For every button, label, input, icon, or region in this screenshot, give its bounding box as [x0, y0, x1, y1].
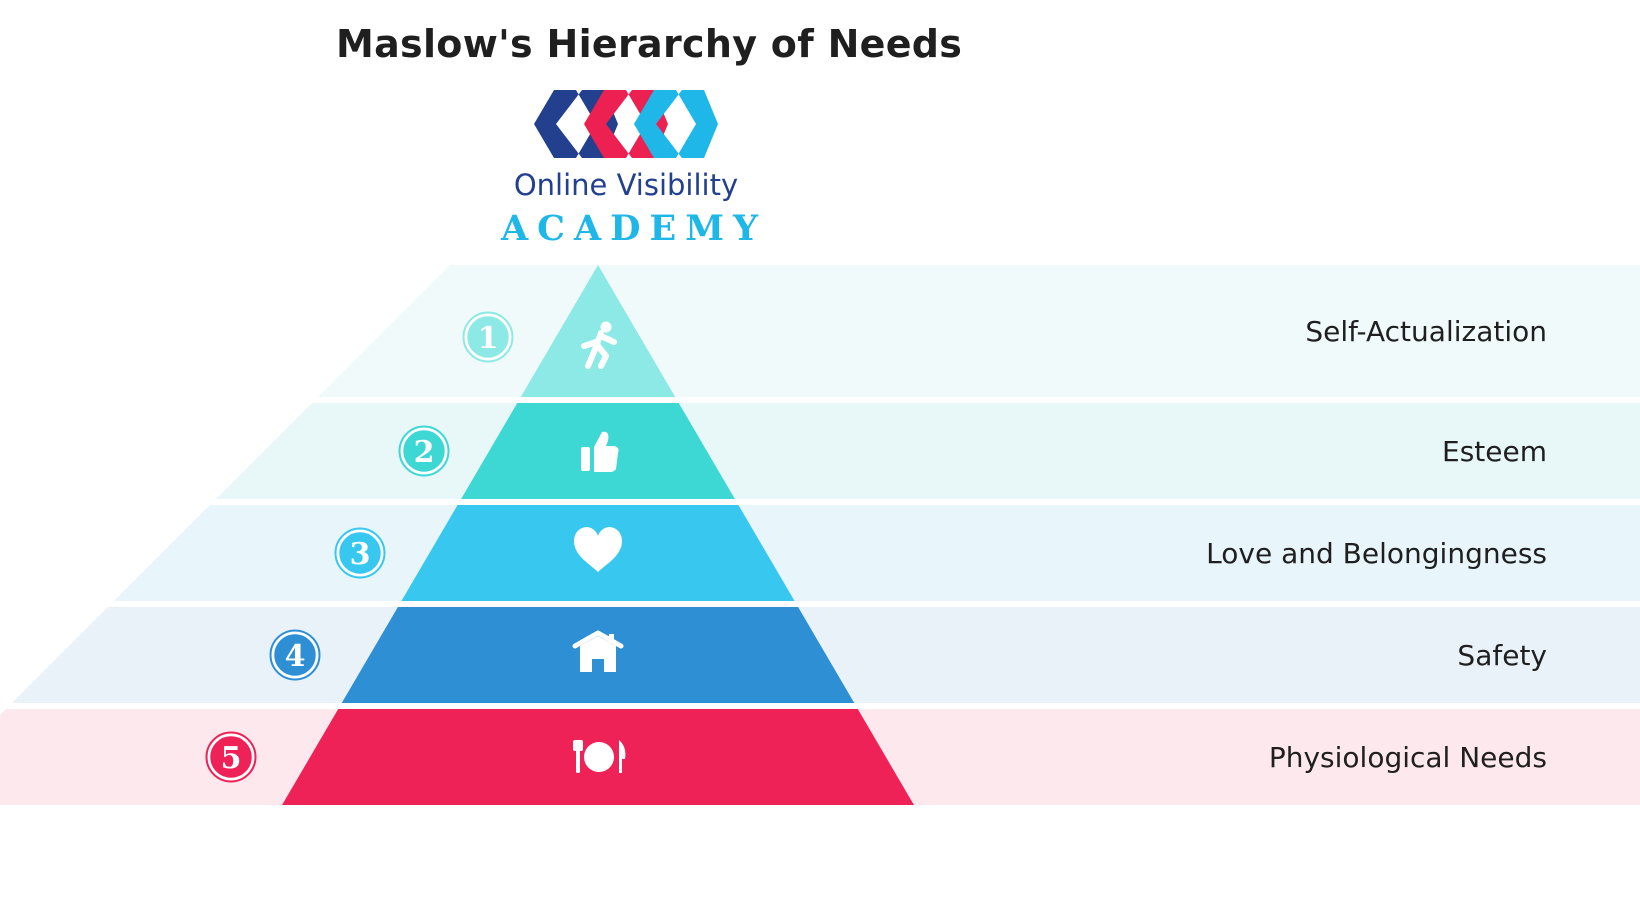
- level-number: 2: [414, 435, 435, 470]
- level-number-badge: 1: [462, 311, 514, 363]
- thumbs-up-icon: [581, 431, 619, 472]
- page-title: Maslow's Hierarchy of Needs: [336, 22, 963, 66]
- pyramid-level-1: 1 Self-Actualization: [318, 265, 1640, 397]
- logo-chevron-3: [634, 90, 718, 158]
- level-number: 4: [285, 639, 306, 674]
- level-number: 3: [350, 537, 371, 572]
- pyramid-level-5: 5 Physiological Needs: [0, 709, 1640, 805]
- level-number: 5: [221, 741, 242, 776]
- plate-cutlery-icon: [573, 740, 626, 773]
- logo: Online Visibility ACADEMY: [480, 88, 770, 258]
- level-label: Physiological Needs: [1269, 741, 1547, 774]
- level-number-badge: 5: [205, 731, 257, 783]
- running-person-icon: [581, 321, 617, 369]
- heart-icon: [574, 527, 622, 572]
- level-number: 1: [478, 321, 499, 356]
- pyramid-level-2: 2 Esteem: [216, 403, 1640, 499]
- logo-line1: Online Visibility: [513, 168, 739, 202]
- level-label: Self-Actualization: [1305, 315, 1547, 348]
- logo-line2: ACADEMY: [501, 208, 767, 249]
- pyramid-level-4: 4 Safety: [12, 607, 1640, 703]
- pyramid-segment: [520, 265, 676, 397]
- logo-mark: [534, 90, 718, 158]
- level-number-badge: 2: [398, 425, 450, 477]
- level-label: Love and Belongingness: [1206, 537, 1547, 570]
- pyramid-level-3: 3 Love and Belongingness: [114, 505, 1640, 601]
- house-icon: [572, 630, 624, 672]
- level-number-badge: 3: [334, 527, 386, 579]
- level-label: Safety: [1457, 639, 1547, 672]
- level-number-badge: 4: [269, 629, 321, 681]
- level-label: Esteem: [1442, 435, 1547, 468]
